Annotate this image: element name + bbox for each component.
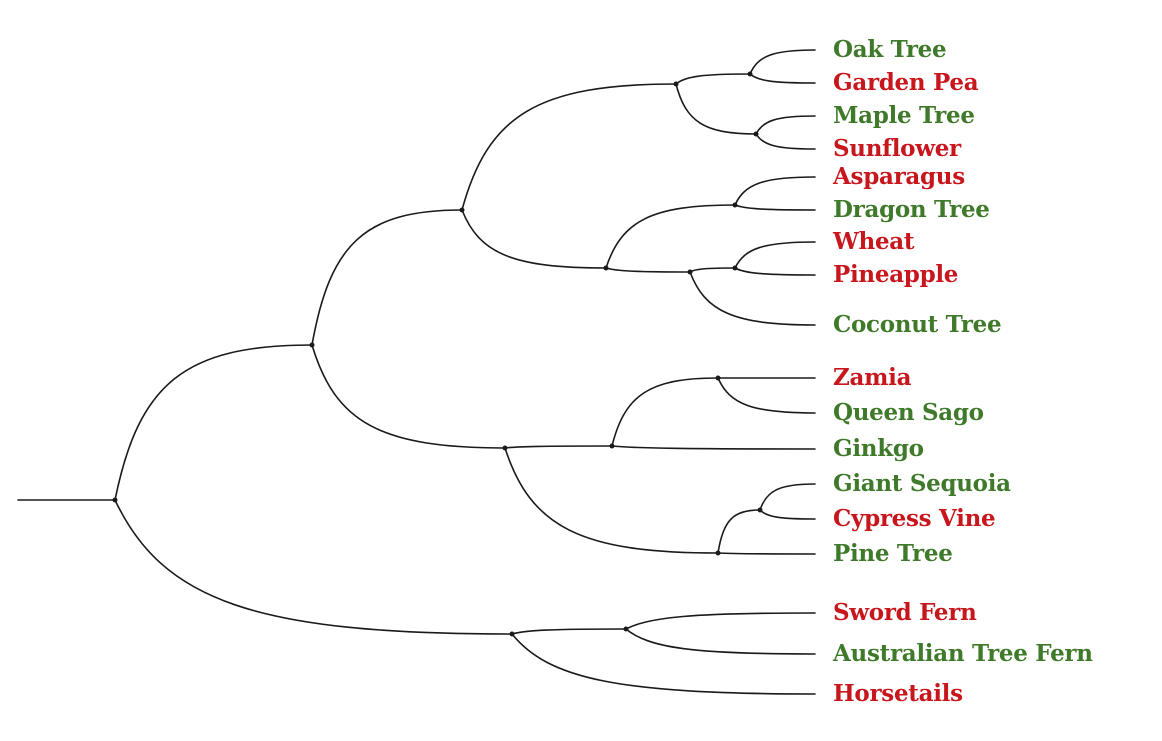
branch-conifers (504, 447, 719, 554)
leaf-label-sunflower: Sunflower (833, 135, 961, 162)
branch-maple-tree (755, 115, 816, 135)
branch-grass-group (605, 267, 691, 273)
branch-australian-tree-fern (625, 628, 816, 655)
leaf-label-coconut-tree: Coconut Tree (833, 311, 1002, 338)
leaf-label-zamia: Zamia (833, 364, 912, 391)
branch-wheat (734, 241, 816, 269)
branch-pine-tree (717, 552, 816, 555)
node-maplesun (753, 131, 759, 137)
branch-horsetails (511, 633, 816, 695)
branch-seed-plants (114, 344, 313, 501)
branch-pineapple (734, 267, 816, 276)
node-gymno (502, 445, 508, 451)
branch-gymnosperms (311, 344, 506, 449)
leaf-label-ginkgo: Ginkgo (833, 435, 924, 462)
node-wheatpine (732, 265, 738, 271)
node-eudicot (673, 81, 679, 87)
node-fern (509, 631, 515, 637)
node-conifer (715, 550, 721, 556)
leaf-label-cypress-vine: Cypress Vine (833, 505, 996, 532)
leaf-label-oak-tree: Oak Tree (833, 36, 947, 63)
node-root (112, 497, 118, 503)
branch-garden-pea (749, 73, 816, 84)
leaf-label-dragon-tree: Dragon Tree (833, 196, 990, 223)
node-seqcyp (757, 507, 763, 513)
leaf-label-sword-fern: Sword Fern (833, 599, 977, 626)
branch-asparagus (734, 176, 816, 206)
node-seed (309, 342, 315, 348)
branch-cycads (611, 377, 719, 447)
branch-sequoia-cypress (717, 509, 761, 554)
leaf-label-giant-sequoia: Giant Sequoia (833, 470, 1011, 497)
leaf-label-pine-tree: Pine Tree (833, 540, 953, 567)
branch-giant-sequoia (759, 483, 816, 511)
branch-sunflower (755, 133, 816, 150)
node-monocot (603, 265, 609, 271)
branch-cypress-vine (759, 509, 816, 520)
leaf-label-horsetails: Horsetails (833, 680, 963, 707)
branch-oak-tree (749, 49, 816, 75)
leaf-label-asparagus: Asparagus (833, 163, 965, 190)
node-aspdrag (732, 202, 738, 208)
leaf-label-pineapple: Pineapple (833, 261, 959, 288)
branch-eudicots (461, 83, 677, 211)
branch-ginkgo (611, 445, 816, 450)
branch-ginkgo-cycads (504, 445, 613, 449)
branch-wheat-pineapple (689, 267, 736, 273)
branch-asparagus-dragon (605, 204, 736, 269)
node-fern2 (623, 626, 629, 632)
node-grass (687, 269, 693, 275)
branch-queen-sago (717, 377, 816, 414)
branch-maple-sunflower (675, 83, 757, 135)
leaf-label-garden-pea: Garden Pea (833, 69, 979, 96)
leaf-label-wheat: Wheat (833, 228, 915, 255)
branch-sword-fern (625, 612, 816, 630)
branch-coconut-tree (689, 271, 816, 326)
leaf-label-australian-tree-fern: Australian Tree Fern (833, 640, 1093, 667)
leaf-label-maple-tree: Maple Tree (833, 102, 975, 129)
branch-dragon-tree (734, 204, 816, 211)
node-oakpea (747, 71, 753, 77)
node-cycad (715, 375, 721, 381)
leaf-label-queen-sago: Queen Sago (833, 399, 984, 426)
branch-oak-pea (675, 73, 751, 85)
branch-true-ferns (511, 628, 627, 635)
branch-ferns (114, 499, 513, 635)
branch-monocots (461, 209, 607, 269)
branch-angiosperms (311, 209, 463, 346)
node-ginkgoCyc (609, 443, 615, 449)
node-angio (459, 207, 465, 213)
